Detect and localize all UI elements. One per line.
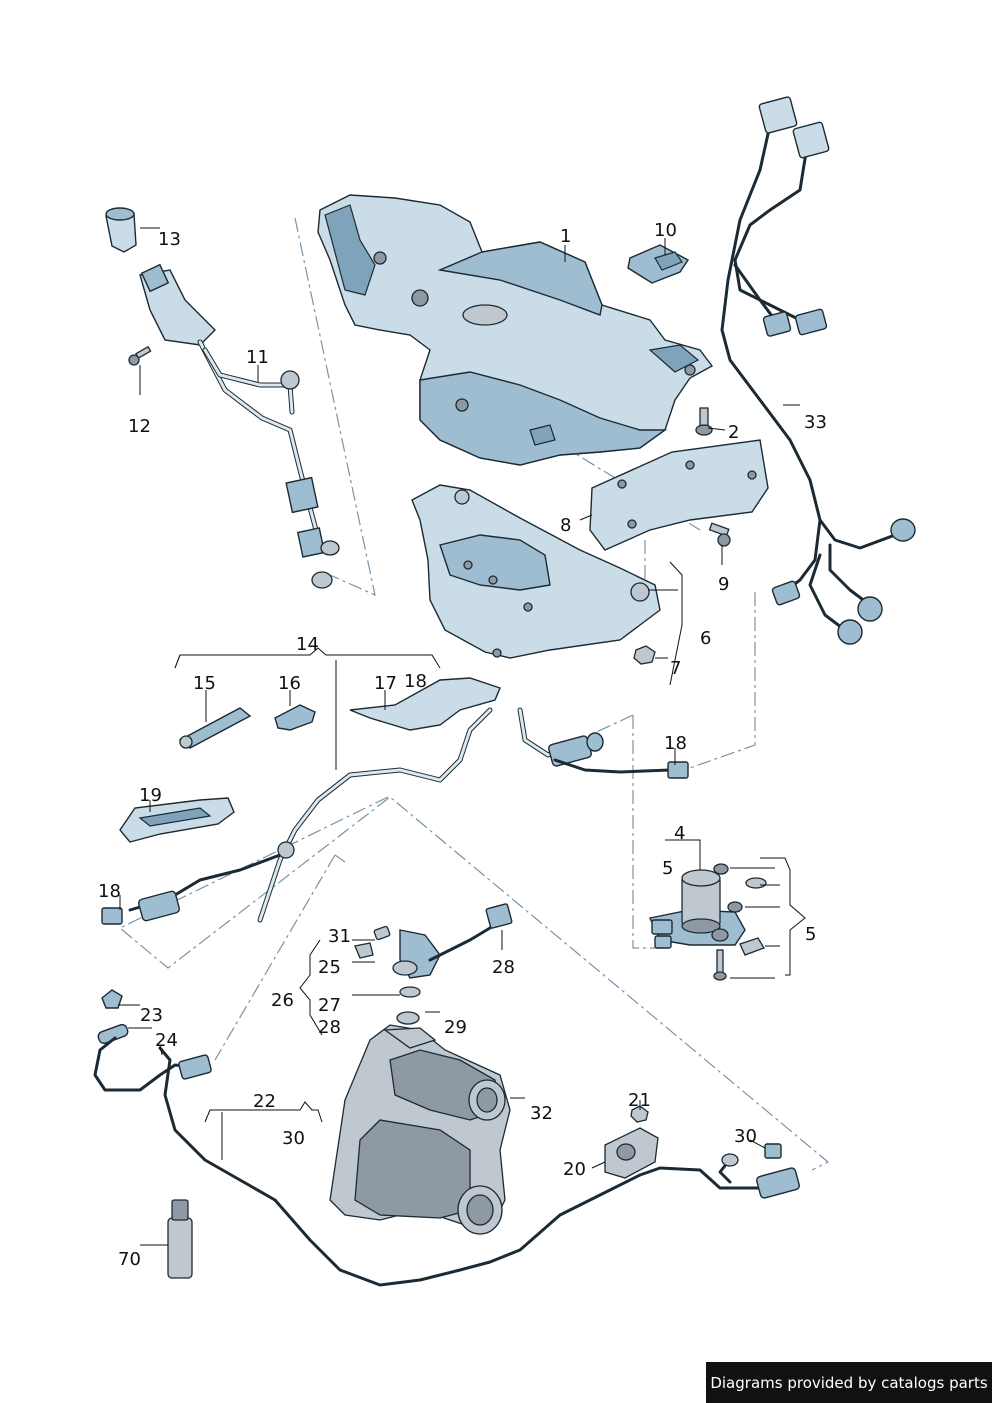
nut-part-7 — [633, 645, 656, 665]
callout-30-right: 30 — [734, 1126, 757, 1147]
clip-part-15 — [178, 707, 252, 749]
callout-16: 16 — [278, 673, 301, 694]
heat-shield-part-8 — [589, 439, 769, 551]
bottle-part-70 — [167, 1199, 193, 1279]
wiring-harness-part-33 — [720, 96, 916, 645]
callout-11: 11 — [246, 347, 269, 368]
filler-pipe-part-11 — [139, 263, 340, 589]
holder-part-16 — [274, 704, 316, 731]
callout-5-left: 5 — [662, 858, 673, 879]
callout-33: 33 — [804, 412, 827, 433]
callout-6: 6 — [700, 628, 711, 649]
callout-15: 15 — [193, 673, 216, 694]
callout-24: 24 — [155, 1030, 178, 1051]
callout-19: 19 — [139, 785, 162, 806]
callout-27: 27 — [318, 995, 341, 1016]
callout-31: 31 — [328, 926, 351, 947]
callout-12: 12 — [128, 416, 151, 437]
tank-part-1 — [317, 194, 714, 466]
attribution-footer: Diagrams provided by catalogs parts — [706, 1362, 992, 1403]
callout-5-right: 5 — [805, 924, 816, 945]
catalyst-part-32 — [329, 1024, 511, 1235]
callout-9: 9 — [718, 574, 729, 595]
callout-18-left: 18 — [98, 881, 121, 902]
callout-4: 4 — [674, 823, 685, 844]
mounting-tray-part-6 — [411, 484, 661, 659]
callout-13: 13 — [158, 229, 181, 250]
callout-labels: 1 10 13 11 12 2 33 8 9 6 7 14 15 16 17 1… — [98, 220, 827, 1270]
callout-10: 10 — [654, 220, 677, 241]
leader-lines — [118, 227, 806, 1246]
bracket-part-19 — [119, 797, 235, 843]
holder-part-20 — [604, 1127, 659, 1179]
pump-part-4 — [648, 863, 767, 981]
callout-8: 8 — [560, 515, 571, 536]
clip-part-10 — [627, 244, 690, 284]
callout-29: 29 — [444, 1017, 467, 1038]
callout-18-upper: 18 — [404, 671, 427, 692]
callout-26: 26 — [271, 990, 294, 1011]
callout-18-right: 18 — [664, 733, 687, 754]
callout-17: 17 — [374, 673, 397, 694]
callout-14: 14 — [296, 634, 319, 655]
callout-30-left: 30 — [282, 1128, 305, 1149]
callout-23: 23 — [140, 1005, 163, 1026]
bolt-part-2 — [695, 407, 713, 436]
callout-28-left: 28 — [318, 1017, 341, 1038]
callout-20: 20 — [563, 1159, 586, 1180]
callout-2: 2 — [728, 422, 739, 443]
callout-32: 32 — [530, 1103, 553, 1124]
footer-text: Diagrams provided by catalogs parts — [710, 1373, 988, 1392]
screw-part-12 — [128, 345, 152, 366]
heated-line-part-17 — [101, 677, 689, 925]
callout-28-right: 28 — [492, 957, 515, 978]
callout-70: 70 — [118, 1249, 141, 1270]
cap-part-13 — [105, 207, 137, 253]
callout-21: 21 — [628, 1090, 651, 1111]
line-part-22 — [93, 989, 800, 1287]
injector-part-28 — [354, 903, 513, 1025]
bolt-part-9 — [708, 522, 731, 547]
callout-1: 1 — [560, 226, 571, 247]
callout-25: 25 — [318, 957, 341, 978]
callout-7: 7 — [670, 658, 681, 679]
callout-22: 22 — [253, 1091, 276, 1112]
